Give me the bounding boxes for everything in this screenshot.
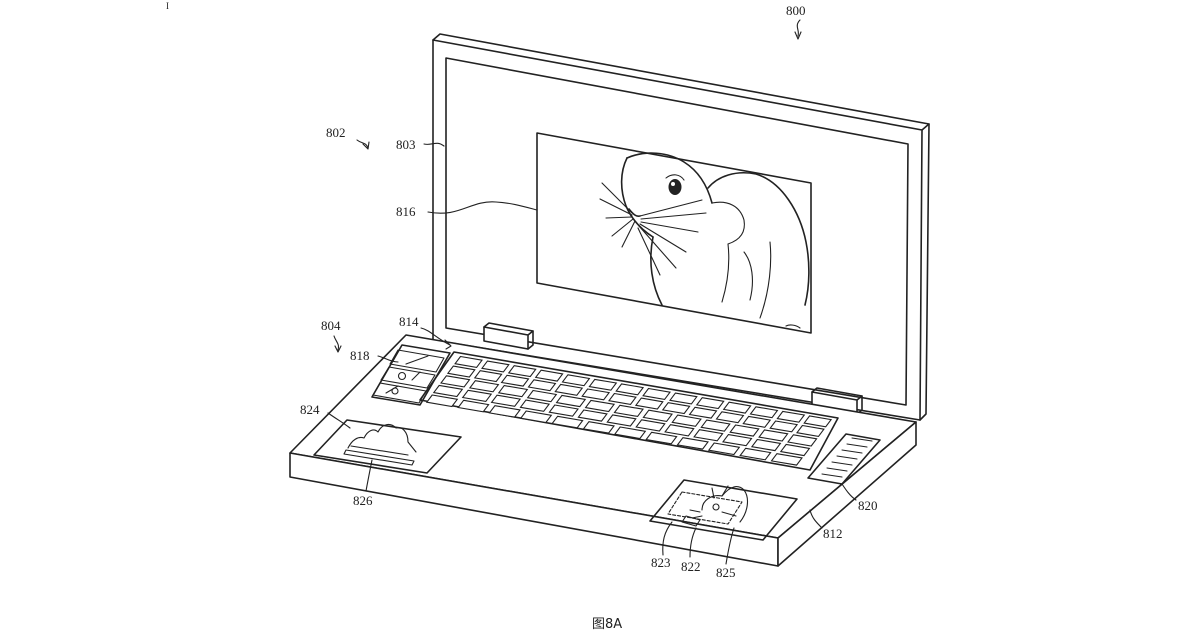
keyboard-key — [693, 429, 724, 442]
label-800: 800 — [786, 3, 806, 18]
label-803: 803 — [396, 137, 416, 152]
laptop-base — [289, 334, 917, 567]
keyboard-key — [608, 392, 637, 405]
keyboard-key — [526, 389, 558, 403]
keyboard-key — [581, 388, 611, 401]
label-814: 814 — [399, 314, 419, 329]
leader-lines — [327, 19, 857, 565]
keyboard-key — [722, 401, 752, 414]
keyboard-key — [446, 365, 476, 378]
keyboard-key — [613, 404, 644, 417]
left-trackpad — [313, 419, 462, 474]
keyboard-key — [500, 374, 530, 387]
corner-mark: I — [166, 1, 169, 11]
keyboard-key — [779, 443, 811, 457]
keyboard-key — [669, 392, 698, 405]
keyboard-key — [769, 420, 799, 433]
keyboard-key — [787, 434, 818, 447]
keyboard-key — [507, 365, 537, 378]
keyboard — [419, 351, 839, 471]
keyboard-key — [688, 406, 718, 419]
keyboard-key — [803, 415, 833, 428]
keyboard-key — [742, 415, 772, 428]
label-824: 824 — [300, 402, 320, 417]
keyboard-key — [613, 426, 647, 440]
keyboard-key — [796, 424, 825, 437]
keyboard-key — [488, 405, 521, 418]
keyboard-key — [468, 380, 500, 393]
keyboard-key — [519, 410, 553, 424]
figure-labels: 800 802 803 816 804 814 818 824 826 820 … — [166, 1, 878, 632]
keyboard-key — [461, 389, 493, 402]
keyboard-key — [527, 379, 557, 392]
keyboard-key — [548, 404, 579, 417]
keyboard-key — [676, 437, 709, 450]
keyboard-key — [425, 394, 459, 408]
keyboard-key — [534, 369, 564, 382]
keyboard-key — [551, 415, 584, 429]
keyboard-key — [584, 399, 616, 413]
keyboard-key — [554, 383, 584, 396]
keyboard-key — [497, 385, 529, 398]
keyboard-key — [642, 409, 673, 422]
keyboard-key — [481, 360, 510, 373]
display-screen — [445, 57, 909, 406]
keyboard-key — [606, 414, 637, 427]
keyboard-key — [770, 453, 803, 466]
keyboard-key — [473, 370, 503, 383]
label-822: 822 — [681, 559, 701, 574]
keyboard-key — [776, 410, 806, 423]
keyboard-key — [615, 383, 645, 396]
keyboard-key — [588, 378, 618, 391]
keyboard-key — [577, 409, 608, 422]
keyboard-key — [750, 438, 782, 452]
keyboard-key — [661, 402, 691, 415]
keyboard-key — [561, 374, 591, 387]
keyboard-key — [440, 375, 471, 388]
keyboard-key — [634, 397, 664, 410]
keyboard-key — [432, 384, 464, 398]
right-trackpad — [649, 479, 798, 541]
secondary-display — [371, 344, 451, 406]
label-823: 823 — [651, 555, 671, 570]
keyboard-key — [642, 387, 671, 400]
keyboard-key — [695, 397, 725, 410]
figure-caption: 图8A — [592, 617, 622, 632]
label-820: 820 — [858, 498, 878, 513]
displayed-image — [536, 132, 812, 334]
keyboard-key — [758, 429, 789, 442]
label-826: 826 — [353, 493, 373, 508]
keyboard-key — [645, 431, 678, 445]
keyboard-key — [664, 424, 695, 437]
keyboard-key — [454, 355, 483, 368]
keyboard-key — [707, 442, 741, 456]
keyboard-key — [490, 394, 522, 407]
keyboard-key — [722, 434, 753, 447]
label-825: 825 — [716, 565, 736, 580]
keyboard-key — [635, 419, 666, 432]
keyboard-key — [555, 394, 587, 408]
keyboard-key — [729, 424, 760, 437]
label-804: 804 — [321, 318, 341, 333]
keyboard-key — [457, 399, 490, 413]
keyboard-key — [582, 421, 615, 434]
label-816: 816 — [396, 204, 416, 219]
keyboard-key — [519, 399, 551, 412]
label-812: 812 — [823, 526, 843, 541]
keyboard-key — [715, 411, 745, 424]
keyboard-key — [739, 447, 772, 461]
label-818: 818 — [350, 348, 370, 363]
keyboard-key — [700, 419, 731, 432]
keyboard-key — [749, 406, 779, 419]
keyboard-key — [671, 414, 702, 427]
label-802: 802 — [326, 125, 346, 140]
